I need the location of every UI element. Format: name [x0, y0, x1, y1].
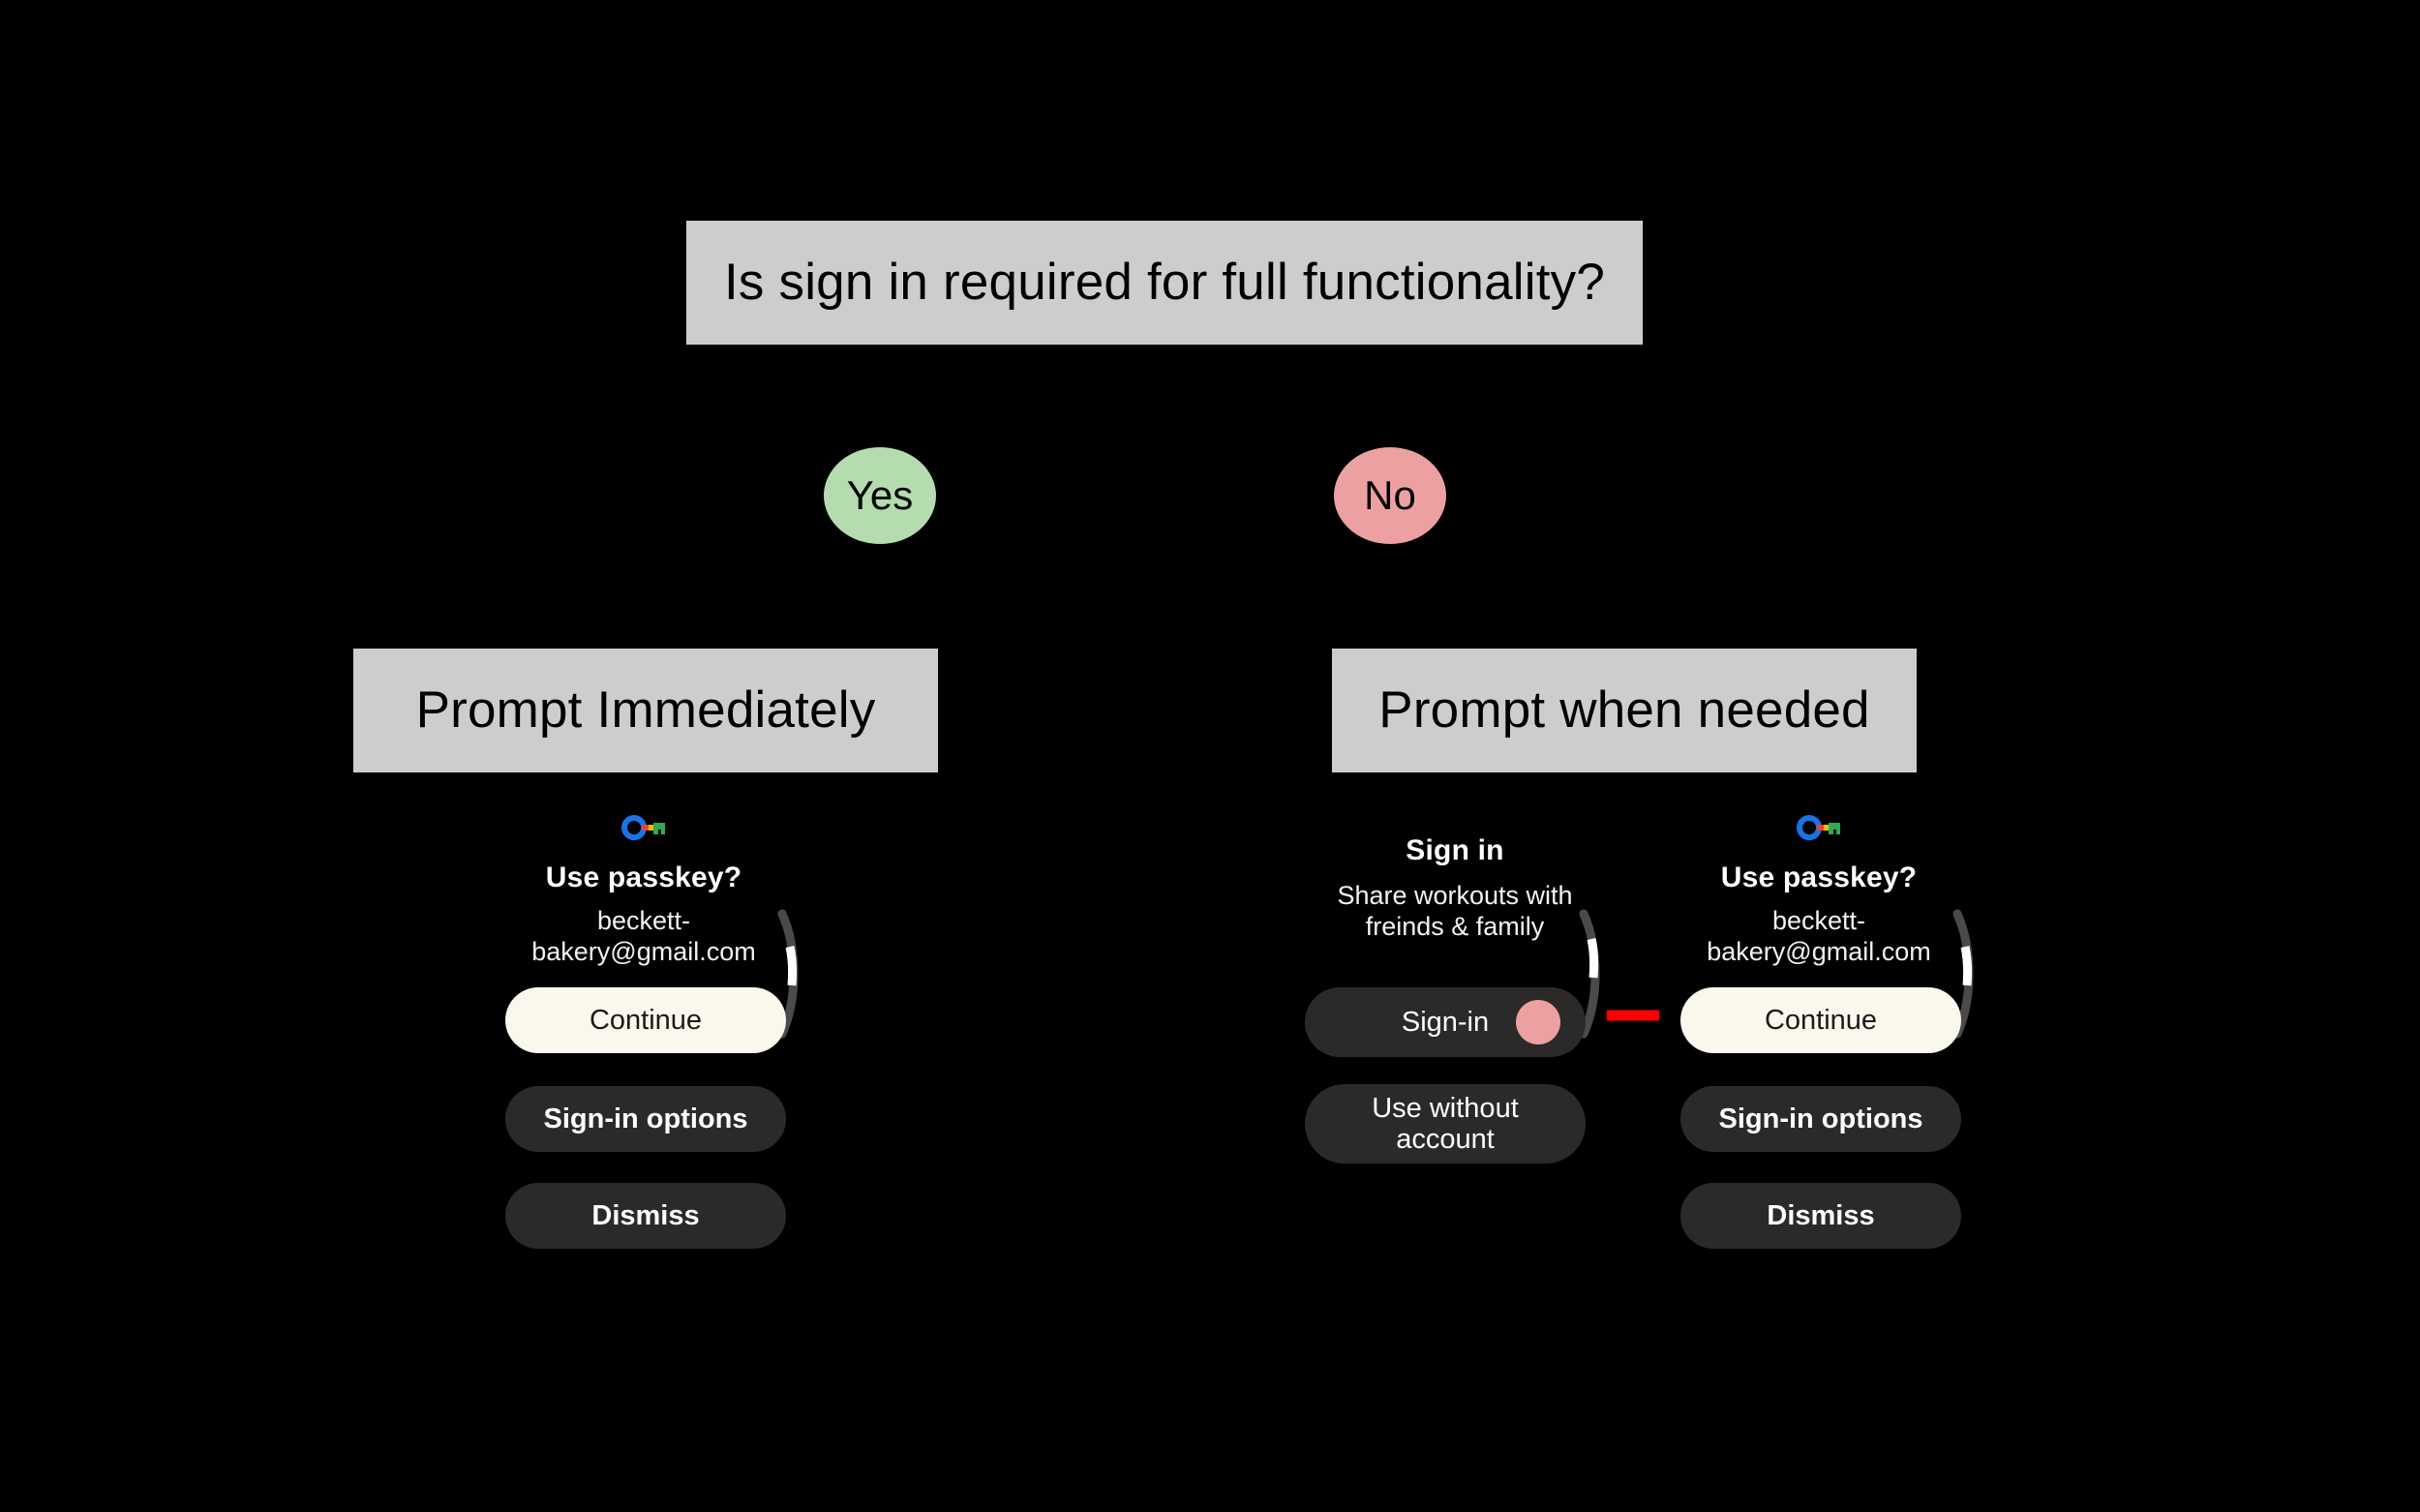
connector-question-to-yes	[879, 345, 882, 447]
continue-button[interactable]: Continue	[505, 987, 786, 1053]
card-title: Use passkey?	[1720, 862, 1918, 893]
branch-label-yes: Yes	[824, 447, 936, 544]
outcome-box-prompt-immediately: Prompt Immediately	[353, 649, 938, 772]
card-title: Sign in	[1406, 834, 1504, 866]
use-without-account-button[interactable]: Use without account	[1305, 1084, 1586, 1164]
outcome-box-prompt-when-needed: Prompt when needed	[1332, 649, 1917, 772]
passkey-icon	[621, 813, 666, 842]
sign-in-options-button[interactable]: Sign-in options	[505, 1086, 786, 1152]
card-subtitle-description: Share workouts with freinds & family	[1337, 881, 1573, 941]
connector-yes-to-immediate	[879, 544, 882, 649]
watch-card-signin: Sign in Share workouts with freinds & fa…	[1305, 811, 1605, 1315]
continue-button[interactable]: Continue	[1680, 987, 1961, 1053]
card-subtitle-account: beckett-bakery@gmail.com	[531, 906, 756, 966]
scrollbar-indicator[interactable]	[1578, 906, 1611, 1042]
passkey-icon	[1797, 813, 1841, 842]
card-title: Use passkey?	[545, 862, 742, 893]
status-dot	[1516, 1000, 1560, 1044]
sign-in-button[interactable]: Sign-in	[1305, 987, 1586, 1057]
connector-no-to-when-needed	[1388, 544, 1391, 649]
card-subtitle-account: beckett-bakery@gmail.com	[1707, 906, 1931, 966]
connector-question-to-no	[1388, 345, 1391, 447]
scrollbar-indicator[interactable]	[776, 906, 809, 1042]
sign-in-options-button[interactable]: Sign-in options	[1680, 1086, 1961, 1152]
dismiss-button[interactable]: Dismiss	[1680, 1183, 1961, 1249]
decision-question-box: Is sign in required for full functionali…	[686, 221, 1643, 345]
watch-card-passkey-left: Use passkey? beckett-bakery@gmail.com Co…	[484, 811, 803, 1315]
dismiss-button[interactable]: Dismiss	[505, 1183, 786, 1249]
scrollbar-indicator[interactable]	[1951, 906, 1984, 1042]
sign-in-button-label: Sign-in	[1401, 1006, 1490, 1038]
branch-label-no: No	[1334, 447, 1446, 544]
watch-card-passkey-right: Use passkey? beckett-bakery@gmail.com Co…	[1659, 811, 1979, 1315]
